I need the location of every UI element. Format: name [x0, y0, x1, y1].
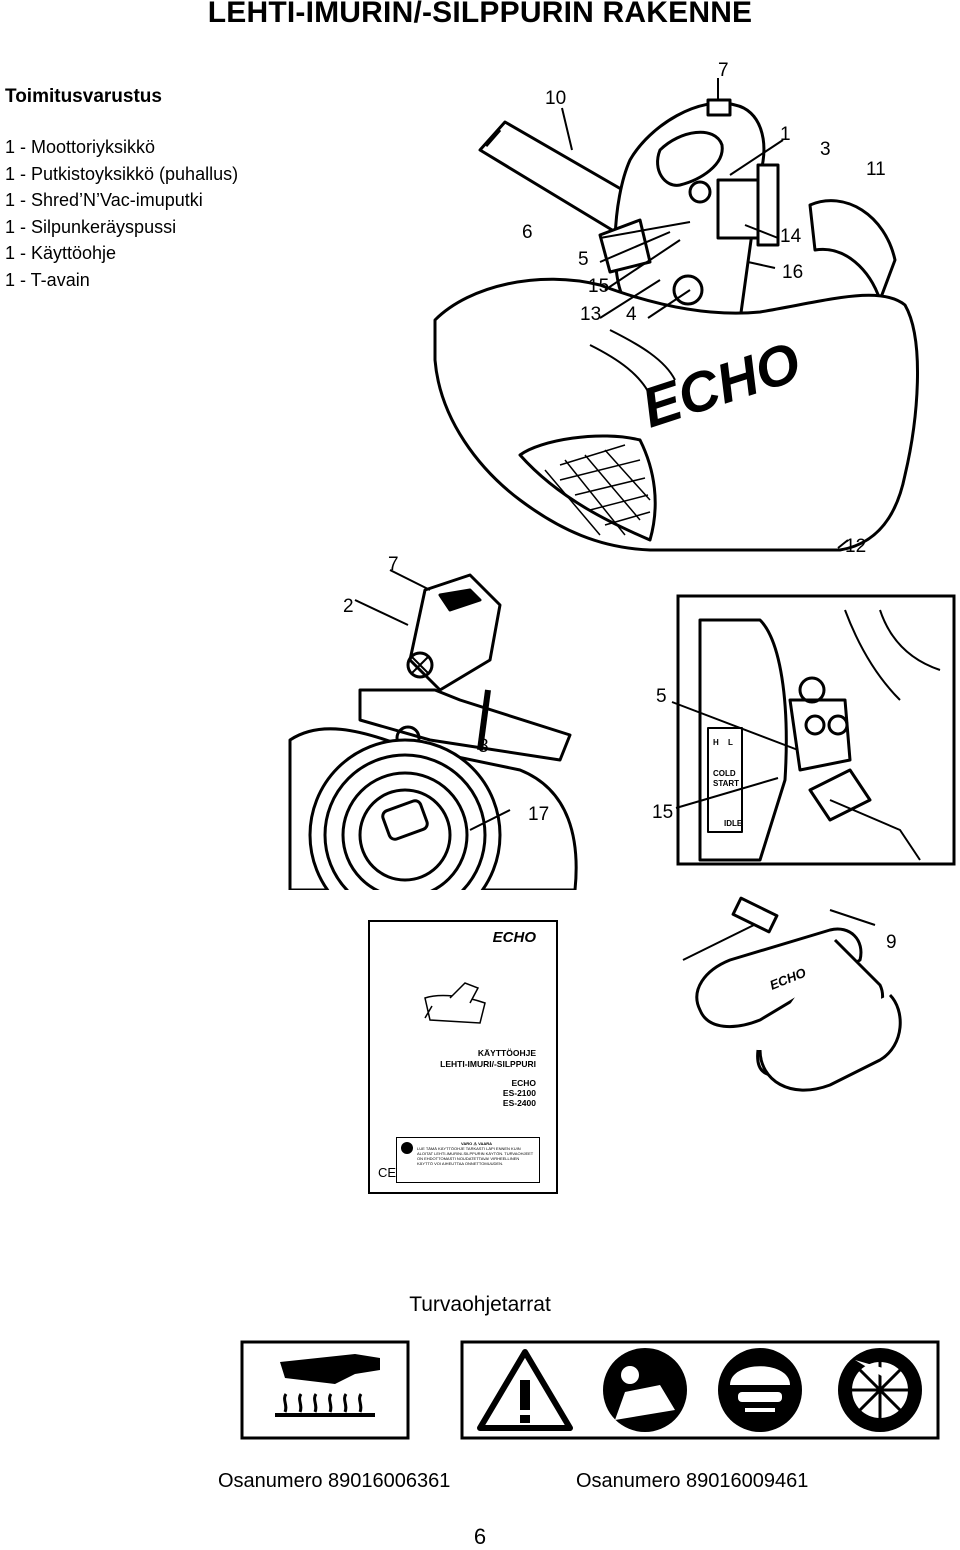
manual-model-2: ES-2400	[502, 1098, 536, 1108]
part-number-label-2: Osanumero 89016009461	[576, 1470, 809, 1492]
manual-cover: ECHO KÄYTTÖOHJE LEHTI-IMURI/-SILPPURI EC…	[368, 920, 558, 1194]
callout-label: 5	[578, 249, 589, 270]
read-manual-icon	[603, 1348, 687, 1432]
carburetor-detail-diagram: H L COLD START IDLE 5 15	[652, 594, 956, 866]
accessories-diagram: ECHO 9	[682, 896, 902, 1092]
callout-label: 16	[782, 262, 803, 283]
supply-item: 1 - Käyttöohje	[5, 243, 117, 263]
warning-icon	[401, 1142, 413, 1154]
panel-label: H	[713, 738, 719, 747]
ce-mark: CE	[378, 1165, 397, 1180]
manual-maker: ECHO	[511, 1078, 536, 1088]
supply-item: 1 - Shred’N’Vac-imuputki	[5, 190, 203, 210]
manual-warning-box: VARO ⚠ VAARA LUE TÄMÄ KÄYTTÖOHJE TARKAST…	[396, 1137, 540, 1183]
safety-label-warnings	[460, 1340, 940, 1440]
callout-label: 7	[718, 60, 729, 81]
supply-item: 1 - T-avain	[5, 269, 90, 290]
manual-warning-title: VARO ⚠ VAARA	[461, 1141, 492, 1146]
panel-label: L	[728, 738, 733, 747]
panel-label: IDLE	[724, 819, 743, 828]
warning-triangle-icon	[477, 1349, 573, 1431]
manual-title-1: KÄYTTÖOHJE	[477, 1048, 536, 1058]
callout-label: 7	[388, 554, 399, 575]
callout-label: 8	[478, 736, 489, 757]
manual-cover-illustration	[424, 982, 486, 1024]
manual-model-1: ES-2100	[502, 1088, 536, 1098]
supply-heading: Toimitusvarustus	[5, 86, 162, 107]
callout-label: 6	[522, 222, 533, 243]
protective-gear-icon	[718, 1348, 802, 1432]
rotating-impeller-icon	[838, 1348, 922, 1432]
callout-label: 15	[588, 276, 609, 297]
supply-item: 1 - Putkistoyksikkö (puhallus)	[5, 163, 239, 184]
part-number-label-1: Osanumero 89016006361	[218, 1470, 451, 1492]
callout-label: 10	[545, 88, 566, 109]
panel-label: START	[713, 779, 739, 788]
callout-label: 17	[528, 804, 549, 825]
callout-label: 4	[626, 304, 637, 325]
page-number: 6	[473, 1524, 487, 1549]
safety-labels-heading: Turvaohjetarrat	[409, 1293, 551, 1316]
manual-title-2: LEHTI-IMURI/-SILPPURI	[440, 1059, 536, 1069]
manual-brand-logo: ECHO	[492, 929, 536, 946]
callout-label: 9	[886, 932, 897, 953]
starter-detail-diagram: 7 2 8 17	[288, 554, 578, 890]
safety-label-hot-surface	[240, 1340, 410, 1440]
panel-label: COLD	[713, 769, 736, 778]
main-assembly-diagram: ECHO 10 7 1 3 11 6 14 5 16 15 13 4 12	[433, 60, 919, 557]
supply-item: 1 - Moottoriyksikkö	[5, 137, 156, 157]
callout-label: 5	[656, 686, 667, 707]
callout-label: 11	[866, 159, 886, 180]
page-title: LEHTI-IMURIN/-SILPPURIN RAKENNE	[207, 0, 753, 29]
callout-label: 14	[780, 226, 802, 247]
callout-label: 1	[780, 124, 791, 145]
callout-label: 2	[343, 596, 354, 617]
supply-list: 1 - Moottoriyksikkö 1 - Putkistoyksikkö …	[5, 134, 238, 293]
callout-label: 12	[845, 536, 866, 557]
callout-label: 15	[652, 802, 673, 823]
supply-item: 1 - Silpunkeräyspussi	[5, 216, 177, 237]
callout-label: 13	[580, 304, 601, 325]
manual-warning-text: LUE TÄMÄ KÄYTTÖOHJE TARKASTI LÄPI ENNEN …	[417, 1146, 534, 1166]
callout-label: 3	[820, 139, 831, 160]
